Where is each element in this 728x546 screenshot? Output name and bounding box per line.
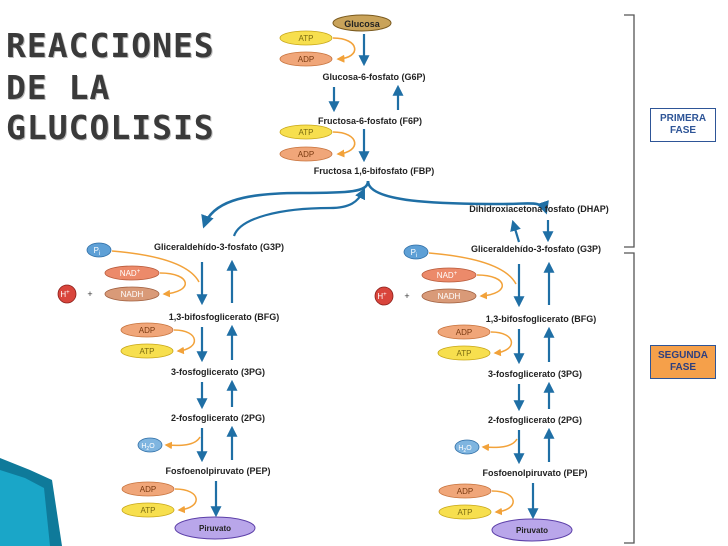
arrow-g3p-fbp: [232, 188, 365, 237]
left-nad-pill: [104, 265, 160, 281]
left-pyruvate-node: [174, 516, 256, 540]
left-2pg-label: 2-fosfoglicerato (2PG): [171, 413, 265, 423]
top-pathway: Glucosa ATP ADP Glucosa-6-fosfato (G6P) …: [201, 14, 609, 243]
left-adp-1-pill: [120, 322, 174, 338]
left-nadh-pill: [104, 286, 160, 302]
right-bfg-label: 1,3-bifosfoglicerato (BFG): [486, 314, 597, 324]
right-water-pill: [454, 439, 480, 455]
right-nad-pill: [421, 267, 477, 283]
left-water-curve: [164, 436, 201, 450]
right-water-curve: [481, 438, 518, 452]
glucose-label: Glucosa: [344, 19, 381, 29]
right-water-label: H2O: [458, 445, 472, 454]
right-pi-label: Pi: [411, 248, 418, 259]
right-h-ion: [374, 286, 394, 306]
phase-second-line-2: FASE: [669, 362, 697, 373]
arrow-g3p-dhap: [510, 219, 521, 243]
left-atp-2-pill: [121, 502, 175, 518]
left-pyruvate-label: Piruvato: [199, 524, 231, 533]
right-nadh-pill: [421, 288, 477, 304]
right-adp-curve-1: [490, 331, 513, 357]
dhap-label: Dihidroxiacetona fosfato (DHAP): [469, 204, 609, 214]
left-bfg-label: 1,3-bifosfoglicerato (BFG): [169, 312, 280, 322]
arrow-fbp-g3p-left: [201, 180, 370, 229]
right-nadh-label: NADH: [438, 292, 461, 301]
right-adp-1-label: ADP: [456, 328, 472, 337]
glucose-node: [332, 14, 392, 32]
adp-pill-top-2: [279, 146, 333, 162]
phase-first-line-2: FASE: [669, 125, 697, 136]
title-line-3: GLUCOLISIS: [6, 108, 215, 147]
left-pep-label: Fosfoenolpiruvato (PEP): [165, 466, 270, 476]
right-pep-label: Fosfoenolpiruvato (PEP): [482, 468, 587, 478]
phase-first-line-1: PRIMERA: [659, 113, 707, 124]
left-plus-sign: +: [87, 289, 92, 299]
left-adp-curve-2: [174, 488, 197, 514]
right-2pg-label: 2-fosfoglicerato (2PG): [488, 415, 582, 425]
phase-brackets: [624, 14, 635, 544]
right-nad-label: NAD+: [437, 271, 458, 280]
left-water-pill: [137, 437, 163, 453]
right-g3p-label: Gliceraldehído-3-fosfato (G3P): [471, 244, 601, 254]
right-pyruvate-node: [491, 518, 573, 542]
atp-pill-top-1: [279, 30, 333, 46]
left-atp-1-label: ATP: [140, 347, 155, 356]
left-g3p-label: Gliceraldehído-3-fosfato (G3P): [154, 242, 284, 252]
right-atp-2-pill: [438, 504, 492, 520]
right-plus-sign: +: [404, 291, 409, 301]
atp-label-top-2: ATP: [299, 128, 314, 137]
left-h-ion: [57, 284, 77, 304]
atp-to-adp-curve-1: [332, 37, 356, 63]
left-pi-label: Pi: [94, 246, 101, 257]
right-pi-curve: [428, 252, 517, 285]
f6p-label: Fructosa-6-fosfato (F6P): [318, 116, 422, 126]
right-h-label: H+: [377, 292, 387, 301]
right-atp-2-label: ATP: [458, 508, 473, 517]
corner-decoration: [0, 458, 62, 546]
left-adp-2-label: ADP: [140, 485, 156, 494]
g6p-label: Glucosa-6-fosfato (G6P): [322, 72, 425, 82]
left-atp-2-label: ATP: [141, 506, 156, 515]
right-adp-1-pill: [437, 324, 491, 340]
right-atp-1-label: ATP: [457, 349, 472, 358]
adp-label-top-2: ADP: [298, 150, 314, 159]
right-atp-1-pill: [437, 345, 491, 361]
left-nadh-label: NADH: [121, 290, 144, 299]
left-nad-label: NAD+: [120, 269, 141, 278]
atp-pill-top-2: [279, 124, 333, 140]
fbp-label: Fructosa 1,6-bifosfato (FBP): [314, 166, 435, 176]
left-adp-1-label: ADP: [139, 326, 155, 335]
left-adp-2-pill: [121, 481, 175, 497]
left-h-label: H+: [60, 290, 70, 299]
left-nad-curve: [159, 272, 186, 298]
arrow-fbp-dhap: [366, 180, 549, 215]
atp-label-top-1: ATP: [299, 34, 314, 43]
left-adp-curve-1: [173, 329, 196, 355]
phase-second-box: SEGUNDA FASE: [650, 345, 716, 379]
right-pi-pill: [403, 244, 429, 260]
right-pyruvate-label: Piruvato: [516, 526, 548, 535]
right-adp-2-label: ADP: [457, 487, 473, 496]
title-line-1: REACCIONES: [6, 26, 215, 65]
phase-first-box: PRIMERA FASE: [650, 108, 716, 142]
right-3pg-label: 3-fosfoglicerato (3PG): [488, 369, 582, 379]
left-water-label: H2O: [141, 443, 155, 452]
adp-pill-top-1: [279, 51, 333, 67]
right-nad-curve: [476, 274, 503, 300]
phase-second-line-1: SEGUNDA: [657, 350, 708, 361]
adp-label-top-1: ADP: [298, 55, 314, 64]
atp-to-adp-curve-2: [332, 131, 356, 158]
title-line-2: DE LA: [6, 68, 111, 107]
right-adp-2-pill: [438, 483, 492, 499]
left-3pg-label: 3-fosfoglicerato (3PG): [171, 367, 265, 377]
right-adp-curve-2: [491, 490, 514, 516]
left-atp-1-pill: [120, 343, 174, 359]
left-pi-pill: [86, 242, 112, 258]
left-pi-curve: [111, 250, 200, 283]
